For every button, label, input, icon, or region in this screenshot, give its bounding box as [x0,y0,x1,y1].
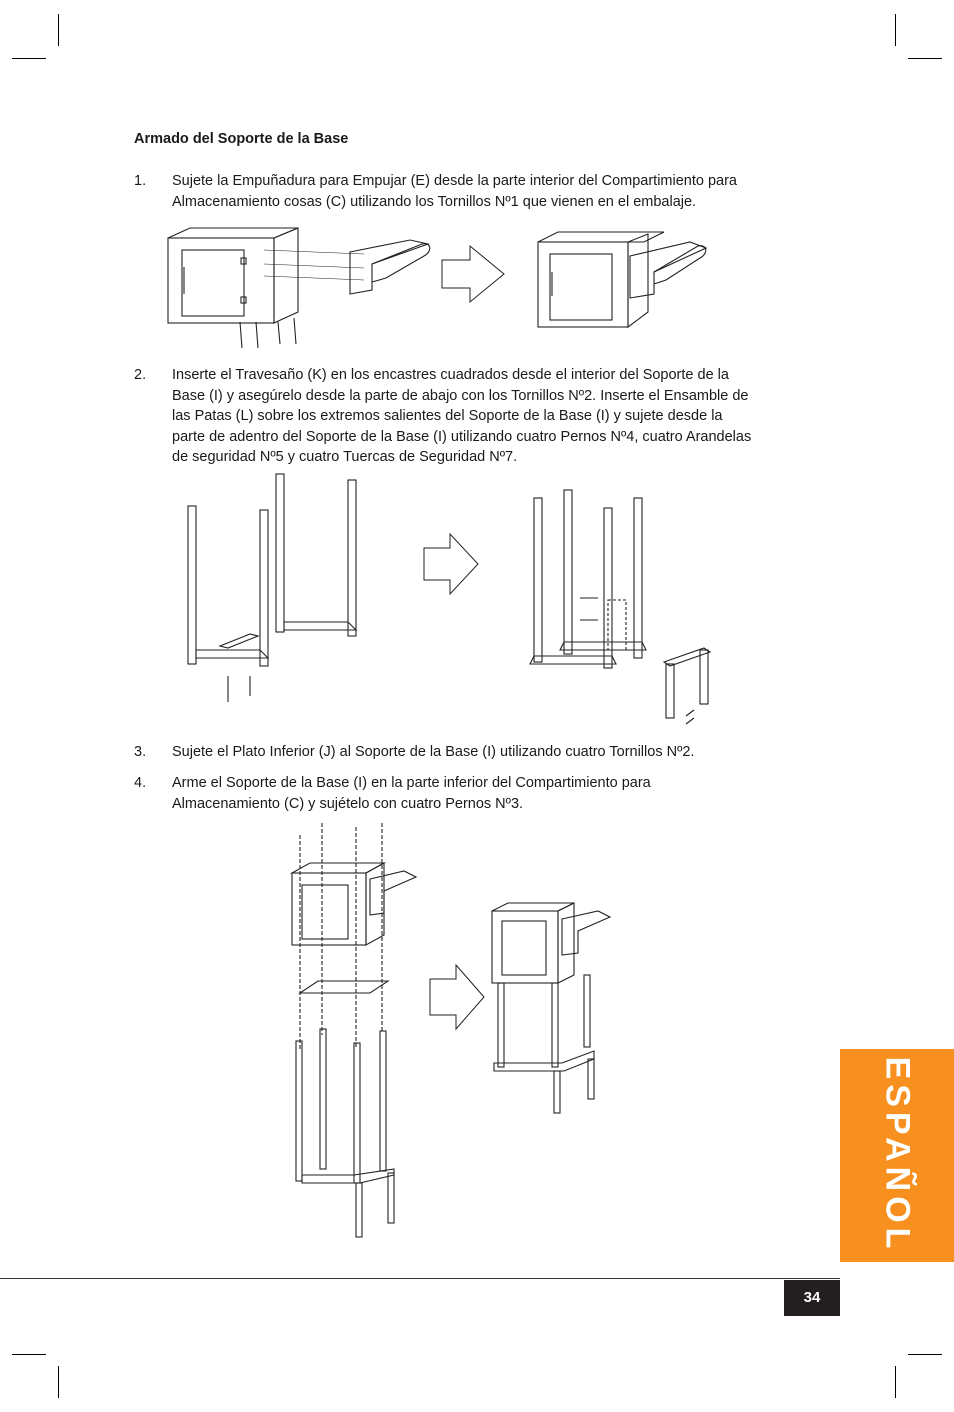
figure-base-frame-assembly [180,470,740,732]
crop-mark [895,1366,896,1398]
step-number: 2. [134,367,147,383]
crop-mark [895,14,896,46]
language-tab: ESPAÑOL [840,1049,954,1262]
step-3: 3. Sujete el Plato Inferior (J) al Sopor… [134,742,794,763]
crop-mark [908,58,942,59]
step-4: 4. Arme el Soporte de la Base (I) en la … [134,773,694,814]
crop-mark [58,1366,59,1398]
page-number: 34 [784,1280,840,1316]
figure-final-assembly [284,815,624,1245]
step-text: Inserte el Travesaño (K) en los encastre… [172,367,752,465]
step-text: Arme el Soporte de la Base (I) en la par… [172,775,651,812]
step-1: 1. Sujete la Empuñadura para Empujar (E)… [134,171,794,212]
step-text: Sujete el Plato Inferior (J) al Soporte … [172,744,695,760]
crop-mark [58,14,59,46]
crop-mark [12,58,46,59]
section-title: Armado del Soporte de la Base [134,131,349,147]
step-number: 3. [134,744,147,760]
figure-handle-assembly [160,222,720,360]
crop-mark [908,1354,942,1355]
step-text: Sujete la Empuñadura para Empujar (E) de… [172,173,737,210]
language-label: ESPAÑOL [878,1056,917,1254]
footer-rule [0,1278,840,1279]
crop-mark [12,1354,46,1355]
step-number: 1. [134,173,147,189]
step-2: 2. Inserte el Travesaño (K) en los encas… [134,365,759,468]
step-number: 4. [134,775,147,791]
